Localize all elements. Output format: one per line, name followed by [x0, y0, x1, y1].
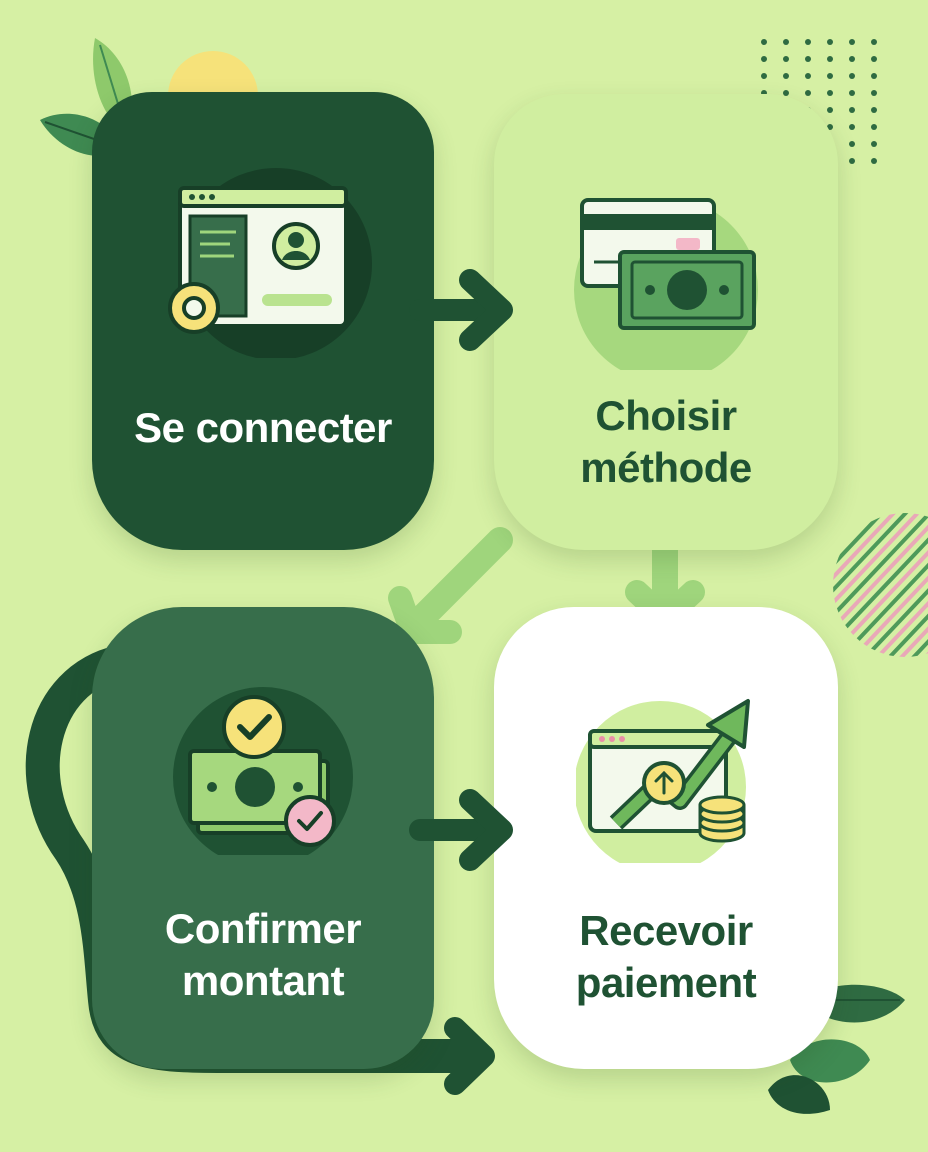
step-label-login: Se connecter [134, 404, 392, 451]
card-and-cash-icon [566, 190, 766, 370]
login-window-icon [158, 158, 378, 358]
arrow-loop-to-step4 [444, 1017, 495, 1095]
arrow-step1-to-step2 [409, 269, 513, 351]
cash-check-icon [168, 685, 368, 855]
step-card-login: Se connecter [92, 92, 434, 550]
step-label-confirm-amount: Confirmer montant [164, 905, 362, 1004]
growth-chart-coins-icon [576, 683, 776, 863]
diagonal-connector [407, 527, 513, 633]
arrow-step3-to-step4 [409, 789, 513, 871]
step-label-choose-method: Choisir méthode [580, 392, 752, 491]
step-card-choose-method: Choisir méthode [494, 94, 838, 550]
step-card-confirm-amount: Confirmer montant [92, 607, 434, 1069]
step-label-receive-payment: Recevoir paiement [575, 907, 757, 1006]
step-card-receive-payment: Recevoir paiement [494, 607, 838, 1069]
